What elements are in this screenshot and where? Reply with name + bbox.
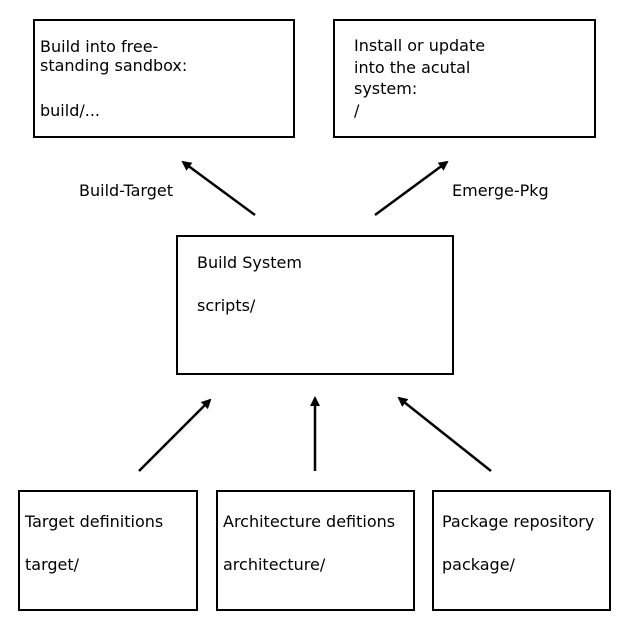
package-title: Package repository bbox=[442, 512, 595, 531]
target-title: Target definitions bbox=[25, 512, 164, 531]
install-box: Install or update into the acutal system… bbox=[333, 19, 596, 138]
sandbox-line-2: standing sandbox: bbox=[40, 56, 188, 75]
sandbox-line-3: build/... bbox=[40, 101, 100, 120]
package-box: Package repository package/ bbox=[432, 490, 611, 611]
arrow-to-sandbox bbox=[181, 160, 256, 217]
emerge-pkg-label: Emerge-Pkg bbox=[452, 181, 549, 200]
sandbox-box: Build into free- standing sandbox: build… bbox=[33, 19, 295, 138]
install-line-4: / bbox=[354, 101, 360, 120]
build-system-title: Build System bbox=[197, 253, 302, 272]
build-system-box: Build System scripts/ bbox=[176, 235, 454, 375]
install-line-2: into the acutal bbox=[354, 58, 471, 77]
arrow-from-package bbox=[397, 396, 492, 472]
architecture-box: Architecture defitions architecture/ bbox=[216, 490, 415, 611]
target-box: Target definitions target/ bbox=[18, 490, 198, 611]
install-line-1: Install or update bbox=[354, 36, 486, 55]
package-path: package/ bbox=[442, 555, 515, 574]
arrow-from-target bbox=[138, 398, 212, 472]
build-system-path: scripts/ bbox=[197, 296, 256, 315]
arrow-to-install bbox=[374, 160, 449, 217]
architecture-title: Architecture defitions bbox=[223, 512, 396, 531]
architecture-path: architecture/ bbox=[223, 555, 326, 574]
build-target-label: Build-Target bbox=[79, 181, 173, 200]
sandbox-line-1: Build into free- bbox=[40, 37, 159, 56]
install-line-3: system: bbox=[354, 79, 418, 98]
target-path: target/ bbox=[25, 555, 80, 574]
